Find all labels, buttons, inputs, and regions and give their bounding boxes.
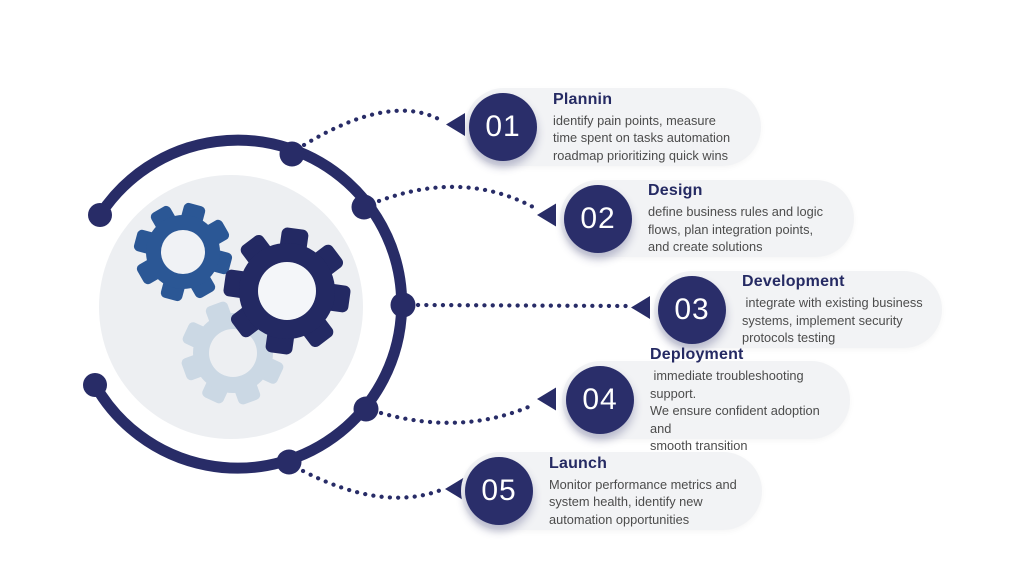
node-dot-4	[353, 396, 379, 422]
arc-end-dot	[88, 203, 112, 227]
step-number: 02	[580, 201, 616, 235]
step-card-launch: 05 Launch Monitor performance metrics an…	[461, 452, 762, 530]
step-text: Deployment immediate troubleshooting sup…	[650, 345, 850, 454]
step-title: Plannin	[553, 90, 613, 108]
step-description: identify pain points, measure time spent…	[553, 112, 731, 163]
step-title: Deployment	[650, 346, 744, 364]
step-text: Design define business rules and logic f…	[648, 181, 854, 255]
gear-icon	[133, 202, 233, 302]
connector-dotted-line-1	[301, 108, 447, 148]
step-title: Development	[742, 273, 845, 291]
step-card-deployment: 04 Deployment immediate troubleshooting …	[562, 346, 850, 453]
node-dot-1	[279, 141, 305, 167]
step-card-design: 02 Design define business rules and logi…	[560, 180, 854, 257]
step-number-badge: 02	[564, 184, 632, 253]
left-arrow-icon	[445, 477, 464, 501]
step-number: 04	[582, 383, 618, 416]
step-description: integrate with existing business systems…	[742, 295, 923, 346]
step-number: 05	[481, 474, 517, 507]
left-arrow-icon	[537, 387, 556, 411]
step-number-badge: 05	[465, 457, 533, 525]
step-card-planning: 01 Plannin identify pain points, measure…	[465, 88, 761, 166]
left-arrow-icon	[631, 296, 650, 319]
arc-node-dots	[276, 141, 416, 475]
arc-end-dot	[83, 373, 107, 397]
connector-dotted-line-3	[415, 302, 630, 309]
left-arrow-icon	[446, 113, 465, 136]
step-description: immediate troubleshooting support. We en…	[650, 368, 820, 454]
step-description: define business rules and logic flows, p…	[648, 204, 824, 255]
node-dot-3	[390, 292, 416, 318]
gear-icon	[223, 227, 351, 355]
gears-icon	[133, 202, 351, 405]
step-text: Plannin identify pain points, measure ti…	[553, 90, 761, 164]
connector-dotted-line-4	[378, 402, 536, 425]
step-number-badge: 01	[469, 93, 537, 161]
step-title: Design	[648, 182, 703, 200]
connector-dotted-line-5	[300, 468, 444, 500]
step-number-badge: 04	[566, 366, 634, 434]
step-description: Monitor performance metrics and system h…	[549, 476, 737, 527]
step-number-badge: 03	[658, 275, 726, 344]
connector-dotted-line-2	[376, 184, 536, 210]
step-number: 03	[674, 292, 710, 326]
step-title: Launch	[549, 454, 608, 472]
step-text: Development integrate with existing busi…	[742, 272, 942, 346]
connector-lines	[300, 108, 630, 500]
step-text: Launch Monitor performance metrics and s…	[549, 454, 762, 528]
left-arrow-icon	[537, 203, 556, 227]
node-dot-5	[276, 449, 302, 475]
step-card-development: 03 Development integrate with existing b…	[654, 271, 942, 348]
arrow-heads	[445, 113, 650, 501]
node-dot-2	[351, 194, 377, 220]
step-number: 01	[485, 110, 521, 143]
